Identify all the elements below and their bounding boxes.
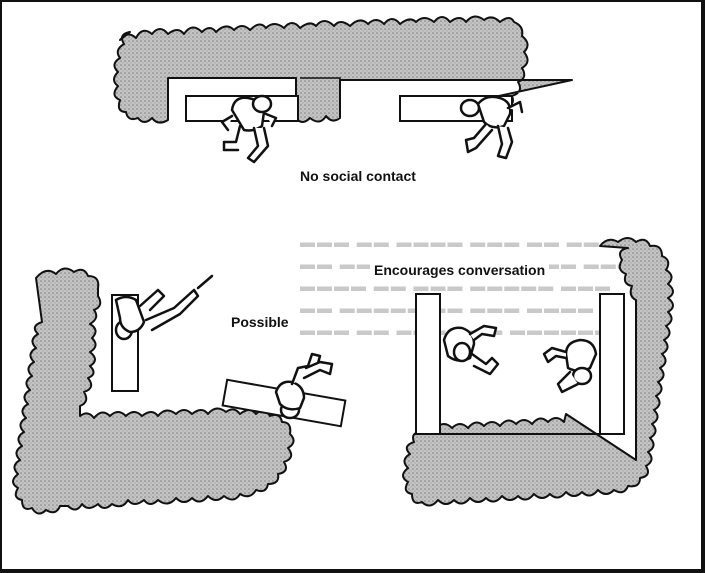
seated-person-icon: [444, 326, 498, 374]
label-possible: Possible: [228, 314, 292, 330]
label-encourages-conversation: Encourages conversation: [370, 262, 549, 278]
bench-right-right: [600, 294, 624, 434]
seated-person-icon: [461, 97, 522, 158]
right-hedge: [403, 238, 673, 506]
bench-right-left: [416, 294, 440, 434]
seated-person-icon: [544, 340, 596, 392]
label-no-social-contact: No social contact: [300, 168, 416, 184]
seated-person-icon: [116, 276, 212, 339]
